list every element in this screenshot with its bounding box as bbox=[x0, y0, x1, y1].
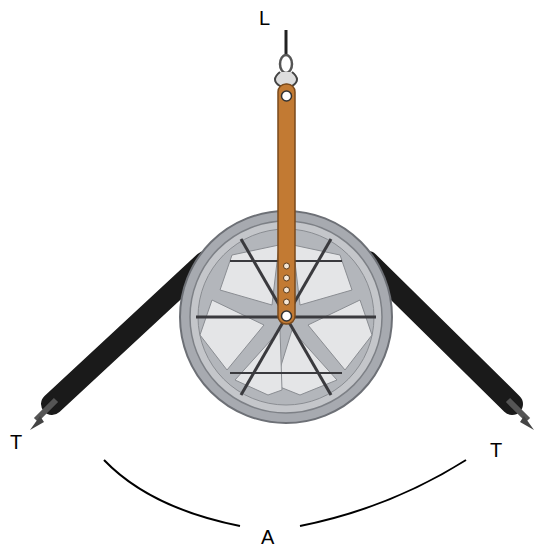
cable bbox=[285, 30, 288, 56]
tension-label: T bbox=[490, 440, 502, 460]
side-plate bbox=[278, 84, 295, 324]
angle-arc bbox=[104, 460, 466, 526]
shackle bbox=[280, 55, 292, 73]
tension-label: T bbox=[10, 432, 22, 452]
load-label: L bbox=[259, 8, 270, 28]
angle-label: A bbox=[261, 527, 274, 547]
